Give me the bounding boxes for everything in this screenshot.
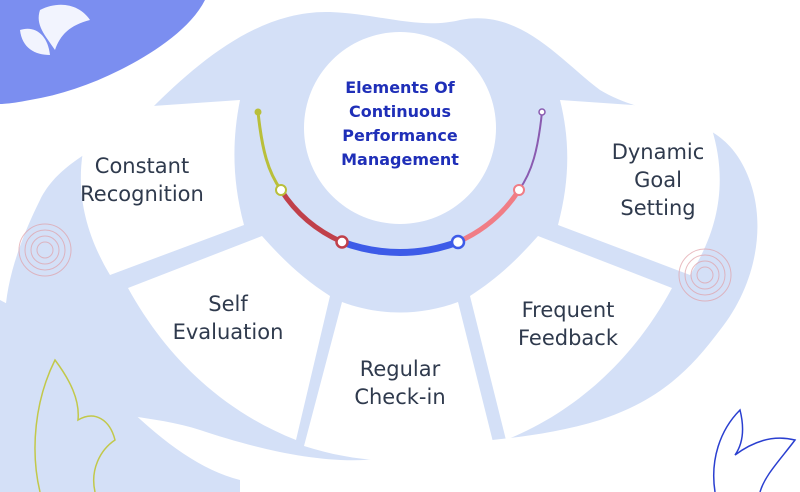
arc-node-2 <box>335 235 349 249</box>
title-line: Elements Of <box>345 78 455 97</box>
arc-segment-purple <box>518 111 543 191</box>
label-self-evaluation: Self Evaluation <box>158 290 298 346</box>
title-line: Management <box>341 150 459 169</box>
title-line: Continuous <box>349 102 451 121</box>
label-line: Constant <box>94 154 190 178</box>
label-dynamic-goal-setting: Dynamic Goal Setting <box>588 138 728 222</box>
ripple-icon-right <box>678 248 732 302</box>
arc-node-3 <box>450 234 466 250</box>
label-line: Frequent <box>521 298 615 322</box>
card-constant-recognition <box>80 100 244 275</box>
arc-segment-olive <box>256 111 283 191</box>
label-line: Check-in <box>354 385 446 409</box>
label-line: Regular <box>359 357 441 381</box>
leaf-outline-icon-left <box>34 358 116 492</box>
arc-node-start <box>254 108 262 116</box>
arc-node-end <box>538 108 546 116</box>
arc-node-1 <box>275 184 287 196</box>
card-self-evaluation <box>128 236 330 440</box>
label-line: Self <box>208 292 248 316</box>
ripple-icon-left <box>18 223 72 277</box>
center-circle <box>304 32 496 224</box>
label-line: Feedback <box>517 326 618 350</box>
card-dynamic-goal-setting <box>558 100 720 275</box>
leaf-outline-icon-right <box>713 408 797 492</box>
title-line: Performance <box>342 126 458 145</box>
arc-segment-pink <box>456 188 522 245</box>
card-regular-check-in <box>304 302 494 461</box>
label-frequent-feedback: Frequent Feedback <box>498 296 638 352</box>
label-line: Setting <box>620 196 696 220</box>
label-constant-recognition: Constant Recognition <box>72 152 212 208</box>
label-line: Goal <box>634 168 682 192</box>
leaf-icon <box>20 4 90 55</box>
left-lower-blob <box>0 300 240 492</box>
label-line: Recognition <box>80 182 204 206</box>
arc-node-4 <box>513 184 525 196</box>
diagram-title: Elements Of Continuous Performance Manag… <box>310 76 490 172</box>
label-regular-check-in: Regular Check-in <box>330 355 470 411</box>
label-line: Evaluation <box>172 320 284 344</box>
arc-segment-red <box>278 188 344 245</box>
label-line: Dynamic <box>611 140 705 164</box>
arc-segment-blue <box>340 238 460 256</box>
card-frequent-feedback <box>470 236 672 440</box>
